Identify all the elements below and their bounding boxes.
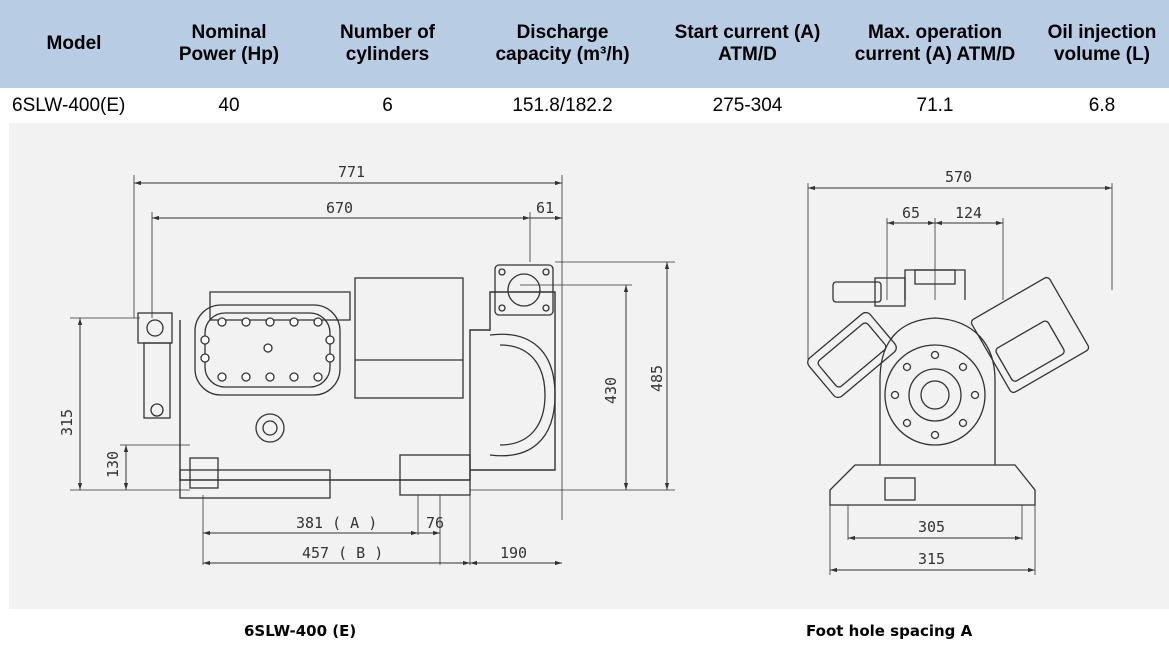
header-model: Model <box>46 33 102 54</box>
dim-height-485: 485 <box>648 365 666 392</box>
dim-offset-124: 124 <box>955 204 982 222</box>
side-view <box>70 175 675 566</box>
caption-model: 6SLW-400 (E) <box>244 622 357 640</box>
dim-foot-76: 76 <box>426 514 444 532</box>
header-start-current: Start current (A)ATM/D <box>674 22 821 65</box>
cell-max-current: 71.1 <box>916 94 954 116</box>
dim-offset-65: 65 <box>902 204 920 222</box>
dim-foot-a: 381 ( A ) <box>296 514 377 532</box>
dim-base-305: 305 <box>918 518 945 536</box>
dim-height-315: 315 <box>58 409 76 436</box>
cell-oil-volume: 6.8 <box>1088 94 1116 116</box>
front-view <box>807 183 1113 575</box>
dim-height-130: 130 <box>104 451 122 478</box>
front-view-labels: 570 65 124 305 315 <box>902 168 982 568</box>
dim-foot-b: 457 ( B ) <box>302 544 383 562</box>
cell-power: 40 <box>218 94 240 116</box>
dim-flange-offset: 61 <box>536 199 554 217</box>
technical-drawing: 771 670 61 430 485 315 130 381 ( A ) 76 … <box>9 123 1169 609</box>
side-view-labels: 771 670 61 430 485 315 130 381 ( A ) 76 … <box>58 163 666 562</box>
dim-overall-length: 771 <box>338 163 365 181</box>
dim-base-315: 315 <box>918 550 945 568</box>
dim-tail-190: 190 <box>500 544 527 562</box>
cell-cylinders: 6 <box>382 94 393 116</box>
cell-start-current: 275-304 <box>712 94 783 116</box>
table-row: 6SLW-400(E) 40 6 151.8/182.2 275-304 71.… <box>0 88 1169 123</box>
cell-model: 6SLW-400(E) <box>12 94 126 116</box>
dim-height-430: 430 <box>602 377 620 404</box>
caption-foot-hole-spacing: Foot hole spacing A <box>806 622 973 640</box>
dim-body-length: 670 <box>326 199 353 217</box>
cell-discharge: 151.8/182.2 <box>512 94 613 116</box>
drawing-svg: 771 670 61 430 485 315 130 381 ( A ) 76 … <box>58 163 1113 575</box>
dim-overall-width: 570 <box>945 168 972 186</box>
